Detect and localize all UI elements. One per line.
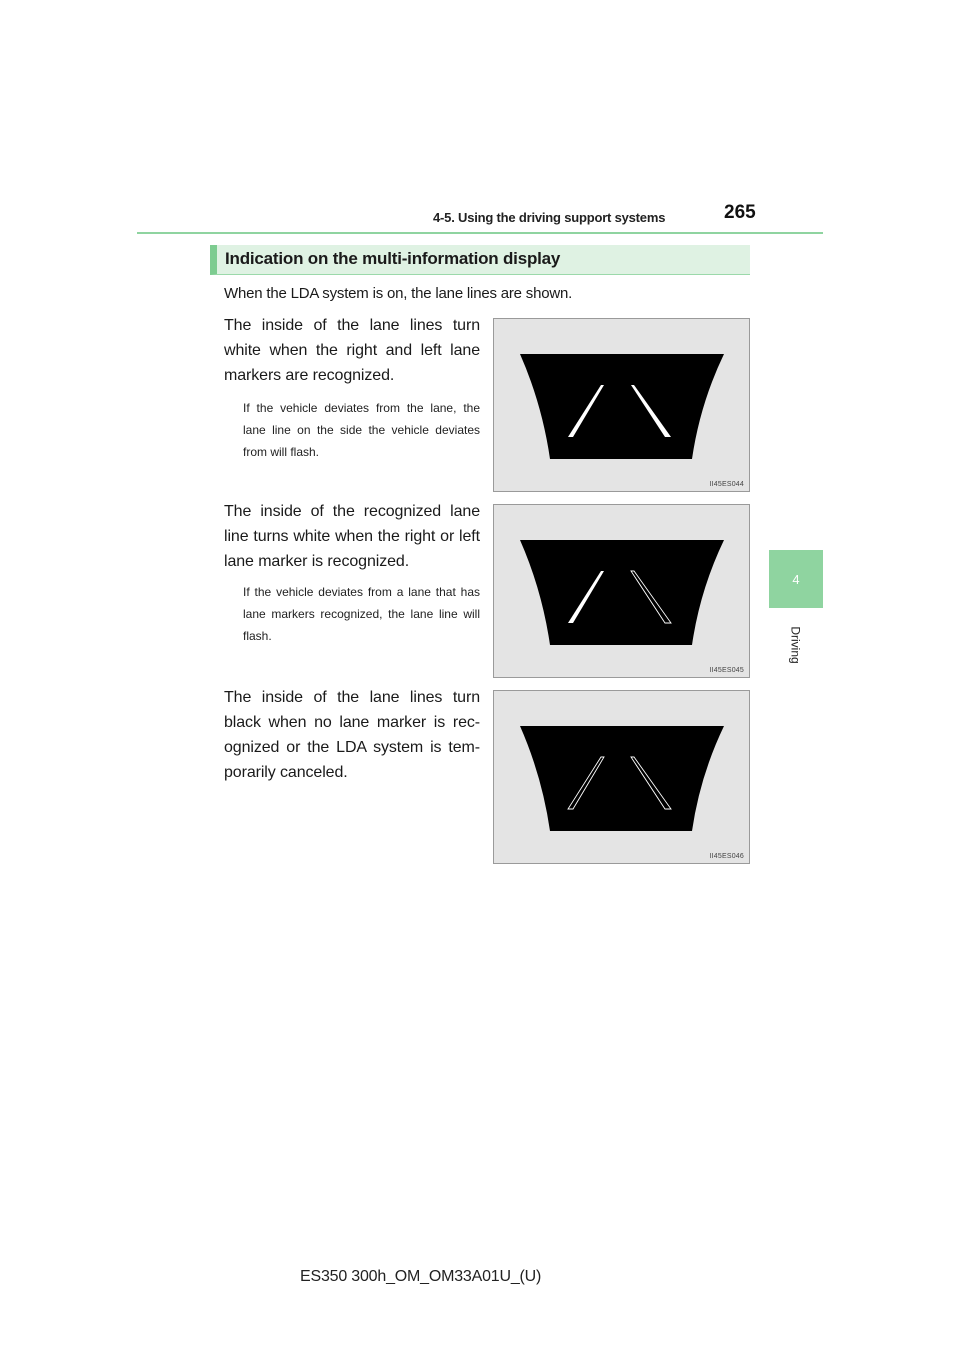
chapter-label-container: Driving (770, 620, 822, 670)
lane-display-illustration-2 (520, 540, 724, 645)
left-lane-line-outline (567, 756, 605, 810)
item-2-text: The inside of the recognized lane line t… (224, 503, 480, 570)
figure-code: II45ES046 (709, 853, 744, 860)
right-lane-line (631, 385, 671, 437)
display-screen (520, 726, 724, 831)
item-2-note: If the vehicle deviates from a lane that… (243, 585, 480, 643)
chapter-number: 4 (792, 571, 800, 587)
section-title: Indication on the multi-information disp… (225, 249, 561, 268)
item-1-note: If the vehicle deviates from the lane, t… (243, 401, 480, 459)
figure-code: II45ES044 (709, 481, 744, 488)
left-lane-line (568, 571, 604, 623)
item-3-text: The inside of the lane lines turn black … (224, 689, 480, 781)
figure-code: II45ES045 (709, 667, 744, 674)
right-lane-line-outline (630, 570, 672, 624)
chapter-label: Driving (789, 626, 803, 664)
display-screen (520, 354, 724, 459)
page-number: 265 (724, 202, 756, 223)
lane-display-figure-3: II45ES046 (493, 690, 750, 864)
lane-display-illustration-3 (520, 726, 724, 831)
item-1-text: The inside of the lane lines turn white … (224, 317, 480, 384)
intro-text: When the LDA system is on, the lane line… (224, 285, 573, 302)
left-lane-line (568, 385, 604, 437)
running-header-section: 4-5. Using the driving support systems (433, 210, 666, 225)
chapter-tab: 4 (769, 550, 823, 608)
lane-display-illustration-1 (520, 354, 724, 459)
display-screen (520, 540, 724, 645)
right-lane-line-outline (630, 756, 672, 810)
document-code-footer: ES350 300h_OM_OM33A01U_(U) (300, 1268, 542, 1285)
lane-display-figure-2: II45ES045 (493, 504, 750, 678)
header-divider (137, 232, 823, 234)
section-heading-bar: Indication on the multi-information disp… (210, 245, 750, 275)
lane-display-figure-1: II45ES044 (493, 318, 750, 492)
